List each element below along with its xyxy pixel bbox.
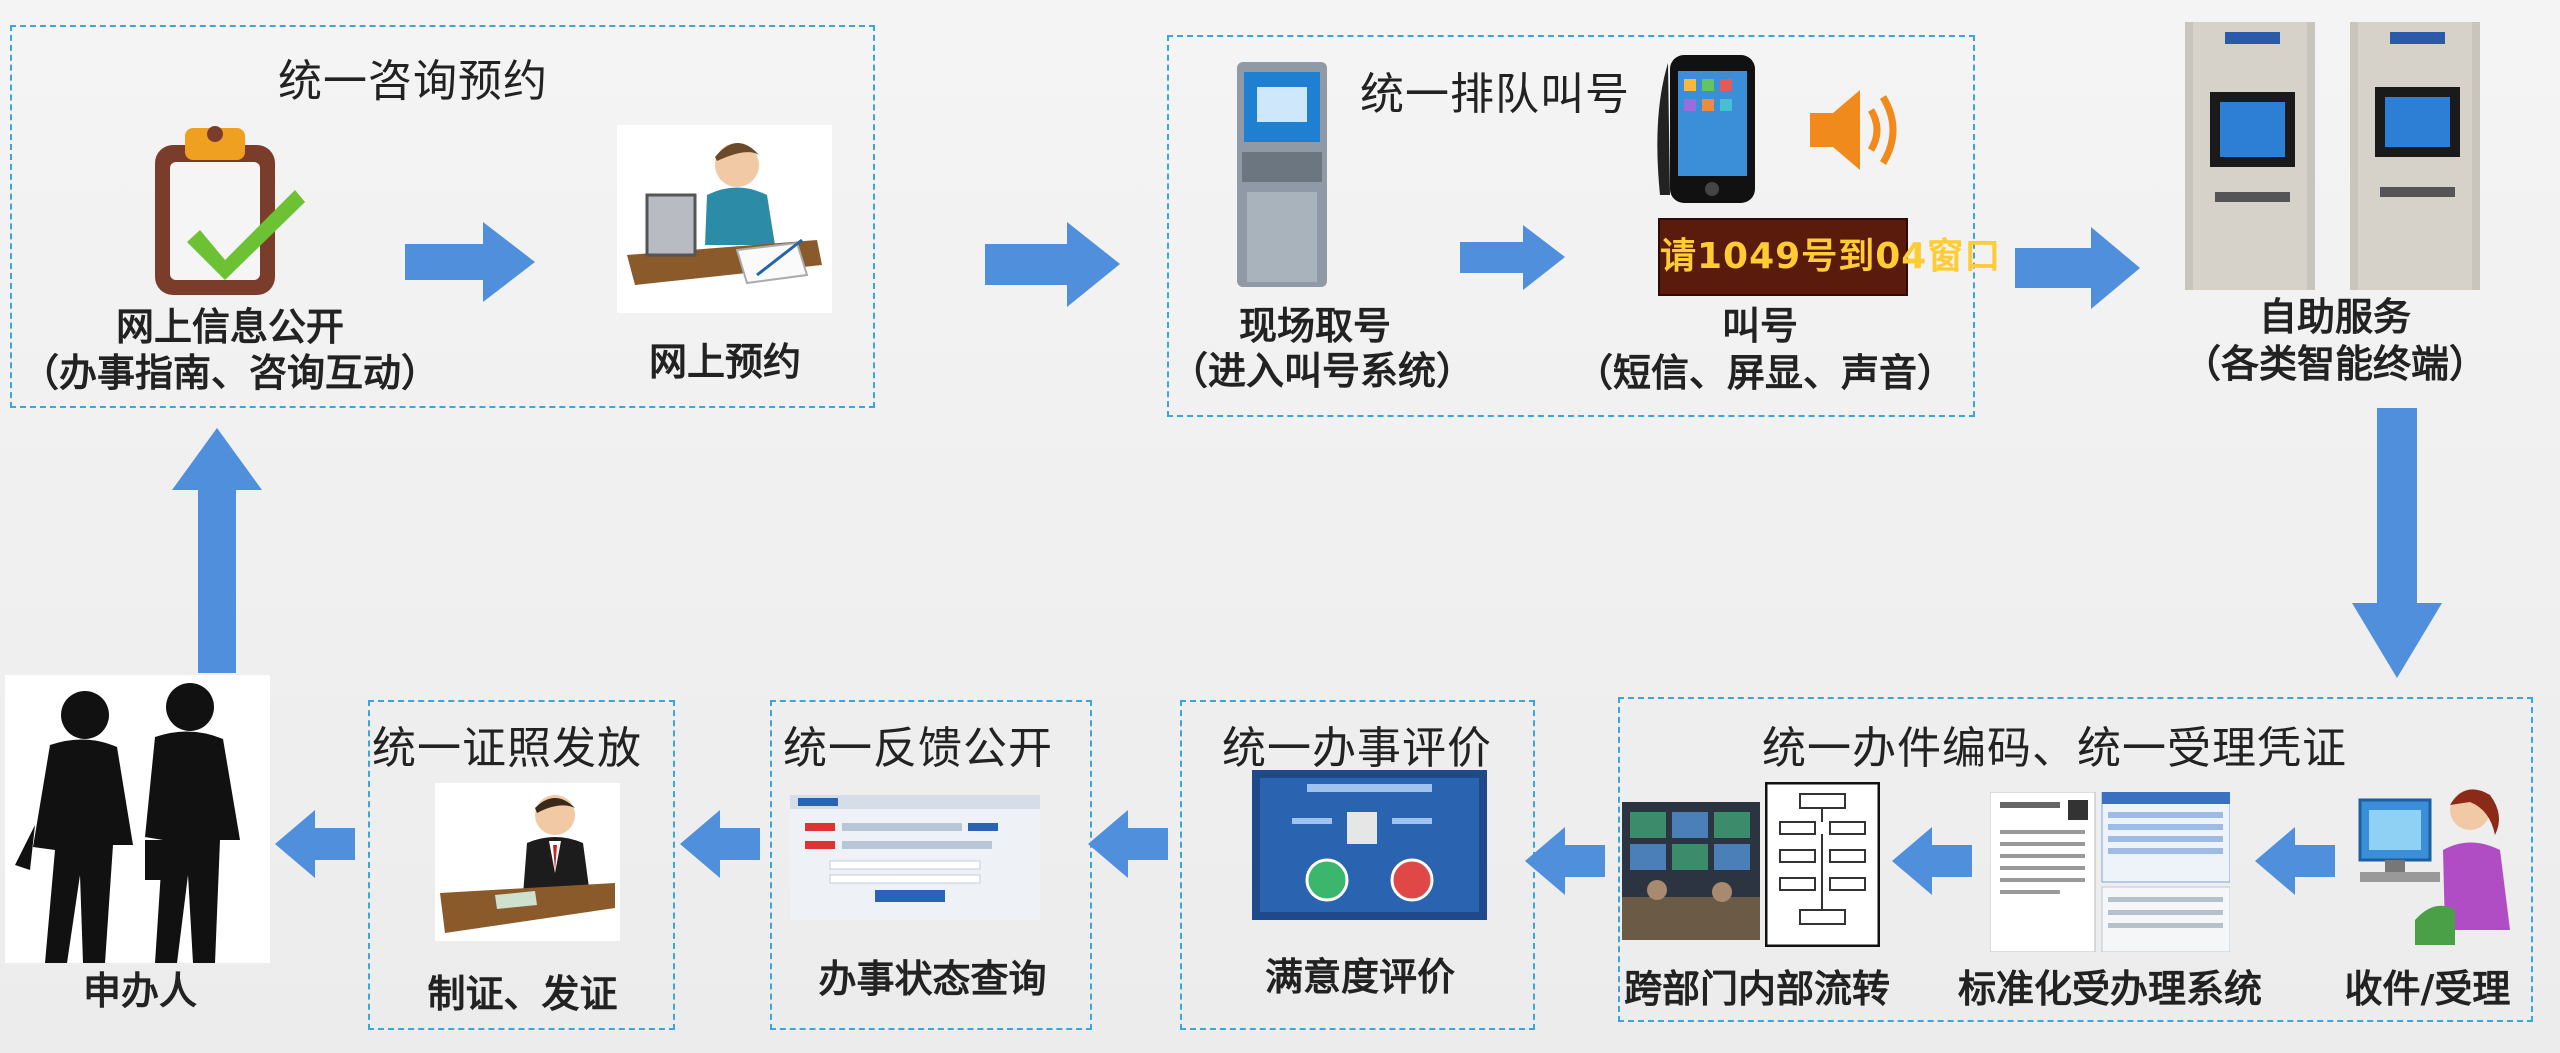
evaluation-title: 统一办事评价 (1222, 723, 1492, 774)
queue-kiosk-icon (1232, 62, 1332, 287)
ticket-sub: （进入叫号系统） (1170, 349, 1475, 393)
feedback-label: 办事状态查询 (818, 957, 1047, 1001)
consult-box (10, 25, 875, 408)
arrow-left-6 (2255, 827, 2335, 895)
queue-title: 统一排队叫号 (1360, 69, 1630, 120)
control-room-photo-icon (1622, 802, 1760, 940)
speaker-icon (1805, 85, 1905, 175)
license-box (368, 700, 675, 1030)
smartphone-icon (1650, 55, 1770, 203)
applicant-label: 申办人 (82, 969, 197, 1013)
arrow-left-3 (1088, 810, 1168, 878)
receive-label: 收件/受理 (2344, 967, 2511, 1011)
call-sub: （短信、屏显、声音） (1575, 351, 1956, 395)
consult-title: 统一咨询预约 (278, 56, 548, 107)
arrow-left-1 (275, 810, 355, 878)
call-label: 叫号 (1721, 304, 1798, 348)
arrow-down (2352, 408, 2442, 678)
booking-label: 网上预约 (648, 340, 801, 384)
system-form-icon (1990, 792, 2230, 952)
arrow-left-2 (680, 810, 760, 878)
clerk-at-computer-icon (2355, 780, 2515, 950)
arrow-left-5 (1892, 827, 1972, 895)
coding-title: 统一办件编码、统一受理凭证 (1762, 723, 2347, 774)
license-label: 制证、发证 (427, 972, 618, 1016)
coding-box (1618, 697, 2533, 1022)
led-display-icon: 请1049号到04窗口 (1658, 218, 2002, 296)
clipboard-check-icon (145, 120, 315, 300)
info-label: 网上信息公开 (115, 305, 344, 349)
arrow-left-4 (1525, 827, 1605, 895)
arrow-up (172, 428, 262, 673)
led-text: 请1049号到04窗口 (1660, 236, 2002, 277)
satisfaction-screen-icon (1252, 770, 1487, 920)
person-at-desk-icon (617, 125, 832, 313)
queue-box (1167, 35, 1975, 417)
info-sub: （办事指南、咨询互动） (20, 351, 439, 395)
arrow-right-4 (2015, 227, 2140, 309)
license-title: 统一证照发放 (372, 723, 642, 774)
status-query-screen-icon (790, 795, 1040, 920)
officer-at-desk-icon (435, 783, 620, 941)
atm-terminal-icon (2185, 22, 2480, 290)
feedback-box (770, 700, 1092, 1030)
selfservice-sub: （各类智能终端） (2182, 342, 2487, 386)
arrow-right-2 (985, 222, 1120, 307)
evaluation-label: 满意度评价 (1264, 955, 1455, 999)
arrow-right-1 (405, 222, 535, 302)
flow-label: 跨部门内部流转 (1623, 967, 1890, 1011)
feedback-title: 统一反馈公开 (783, 723, 1053, 774)
selfservice-label: 自助服务 (2258, 295, 2411, 339)
flowchart-doc-icon (1765, 782, 1880, 947)
system-label: 标准化受办理系统 (1957, 967, 2262, 1011)
arrow-right-3 (1460, 225, 1565, 290)
ticket-label: 现场取号 (1238, 304, 1391, 348)
people-silhouette-icon (5, 675, 270, 963)
